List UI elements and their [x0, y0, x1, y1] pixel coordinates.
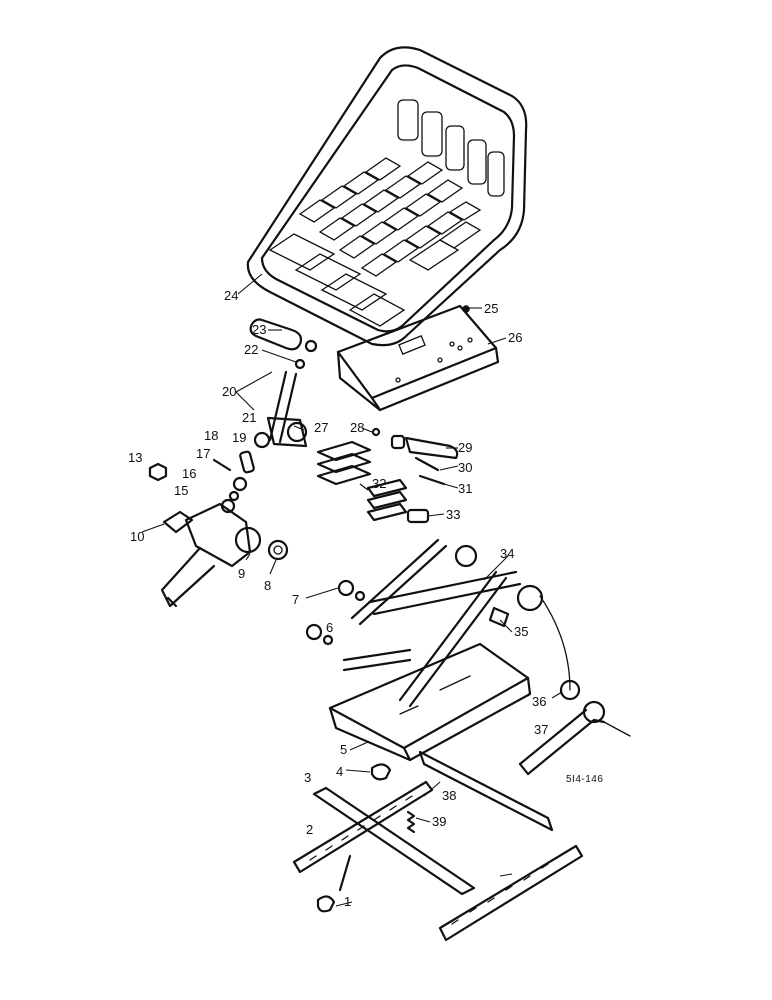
- callout-37: 38: [442, 788, 456, 803]
- callout-24: 25: [484, 301, 498, 316]
- callout-31: 32: [372, 476, 386, 491]
- seat-base-plate: [336, 304, 500, 412]
- suspension-frame: [305, 538, 544, 762]
- callout-21: 22: [244, 342, 258, 357]
- leader-lines: [141, 273, 563, 907]
- callout-14: 15: [174, 483, 188, 498]
- callout-18: 20: [222, 384, 236, 399]
- callout-32: 33: [446, 507, 460, 522]
- slide-runners: [292, 750, 584, 942]
- roller-lever: [518, 595, 631, 776]
- damper-parts: [316, 427, 459, 524]
- callout-27: 28: [350, 420, 364, 435]
- callout-33: 34: [500, 546, 514, 561]
- callout-2: 2: [306, 822, 313, 837]
- bolt-24: [462, 305, 470, 313]
- callout-15: 16: [182, 466, 196, 481]
- callout-38: 39: [432, 814, 446, 829]
- callout-4: 4: [336, 764, 343, 779]
- pivot-assembly: [148, 318, 318, 608]
- callout-29: 30: [458, 460, 472, 475]
- callout-13: 13: [128, 450, 142, 465]
- callout-28: 29: [458, 440, 472, 455]
- callout-3: 3: [304, 770, 311, 785]
- callout-20: 21: [242, 410, 256, 425]
- callout-labels: 24 25 26 23 22 20 21 19 18 17 16 15 13 1…: [128, 288, 603, 909]
- callout-19: 19: [232, 430, 246, 445]
- callout-5: 5: [340, 742, 347, 757]
- callout-10: 10: [130, 529, 144, 544]
- callout-35: 36: [532, 694, 546, 709]
- callout-26: 27: [314, 420, 328, 435]
- figure-reference: 5I4-146: [566, 774, 603, 785]
- callout-16: 17: [196, 446, 210, 461]
- callout-23: 24: [224, 288, 238, 303]
- callout-6: 6: [326, 620, 333, 635]
- callout-7: 7: [292, 592, 299, 607]
- callout-9: 9: [238, 566, 245, 581]
- callout-1: 1: [344, 894, 351, 909]
- seat-cushion: [246, 46, 528, 347]
- callout-34: 35: [514, 624, 528, 639]
- callout-8: 8: [264, 578, 271, 593]
- callout-17: 18: [204, 428, 218, 443]
- callout-25: 26: [508, 330, 522, 345]
- callout-36: 37: [534, 722, 548, 737]
- callout-22: 23: [252, 322, 266, 337]
- callout-30: 31: [458, 481, 472, 496]
